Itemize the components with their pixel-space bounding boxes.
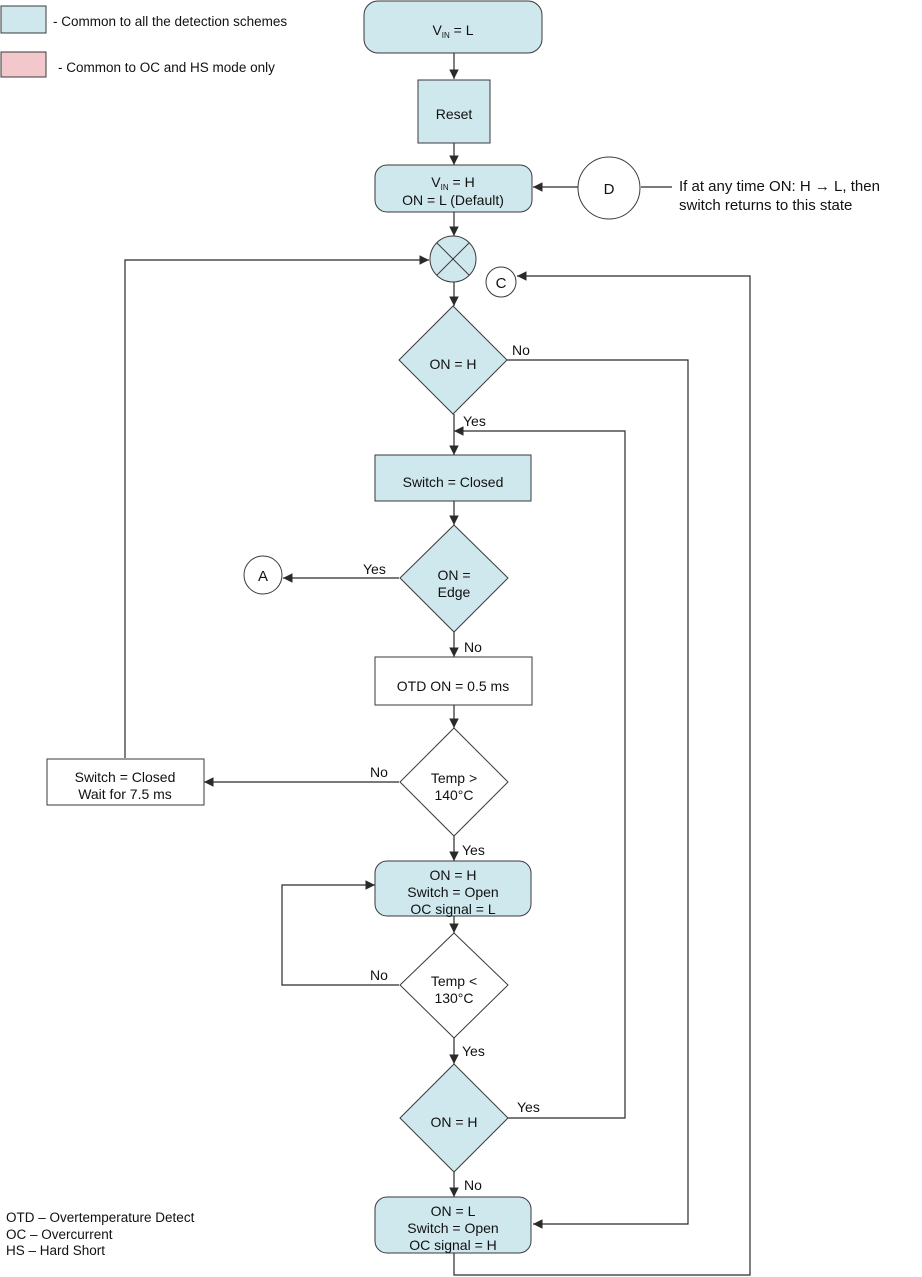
decision-on-edge-line1: ON = bbox=[437, 567, 470, 583]
decision-on-edge bbox=[399, 524, 509, 633]
label-no-temp-gt: No bbox=[370, 764, 388, 780]
switch-closed-box bbox=[374, 454, 532, 502]
state-switch-open-line2: Switch = Open bbox=[407, 884, 498, 900]
connector-a bbox=[243, 555, 283, 595]
otd-on-box bbox=[374, 656, 533, 706]
connector-c-label: C bbox=[496, 275, 507, 292]
label-no-temp-lt: No bbox=[370, 967, 388, 983]
decision-on-edge-line2: Edge bbox=[438, 584, 471, 600]
note-d-line2: switch returns to this state bbox=[679, 197, 852, 214]
connector-c bbox=[485, 266, 517, 298]
state-final-line3: OC signal = H bbox=[409, 1237, 497, 1253]
abbrev-otd: OTD – Overtemperature Detect bbox=[6, 1210, 195, 1225]
connector-a-label: A bbox=[258, 568, 268, 585]
legend-common-oc-hs-label: - Common to OC and HS mode only bbox=[58, 60, 275, 75]
decision-temp-gt bbox=[399, 727, 509, 837]
start-vin-low bbox=[363, 0, 543, 54]
state-switch-open-line1: ON = H bbox=[429, 867, 476, 883]
wait-line1: Switch = Closed bbox=[75, 769, 176, 785]
state-switch-open-line3: OC signal = L bbox=[410, 901, 495, 917]
decision-temp-gt-line1: Temp > bbox=[431, 770, 477, 786]
abbrev-hs: HS – Hard Short bbox=[6, 1243, 105, 1258]
label-no-edge: No bbox=[464, 639, 482, 655]
decision-on-high-2 bbox=[399, 1063, 509, 1173]
start-vin-low-label: VIN = L bbox=[432, 22, 473, 40]
decision-on-high-2-label: ON = H bbox=[430, 1114, 477, 1130]
switch-closed-label: Switch = Closed bbox=[403, 474, 504, 490]
label-yes-on-high: Yes bbox=[463, 413, 486, 429]
connector-d-label: D bbox=[604, 181, 615, 198]
reset-label: Reset bbox=[436, 106, 473, 122]
wait-box bbox=[46, 758, 205, 806]
label-no-on-high: No bbox=[512, 342, 530, 358]
state-vin-high-line2: ON = L (Default) bbox=[402, 192, 504, 208]
state-vin-high-line1: VIN = H bbox=[431, 174, 474, 192]
decision-on-high-label: ON = H bbox=[429, 356, 476, 372]
state-switch-open bbox=[374, 860, 532, 917]
state-final-line1: ON = L bbox=[431, 1203, 476, 1219]
decision-temp-gt-line2: 140°C bbox=[434, 787, 473, 803]
state-final-line2: Switch = Open bbox=[407, 1220, 498, 1236]
decision-temp-lt-line2: 130°C bbox=[434, 990, 473, 1006]
abbrev-oc: OC – Overcurrent bbox=[6, 1227, 113, 1242]
label-yes-edge: Yes bbox=[363, 561, 386, 577]
wait-line2: Wait for 7.5 ms bbox=[78, 786, 172, 802]
legend-swatch-oc-hs bbox=[0, 51, 47, 78]
decision-temp-lt bbox=[399, 932, 509, 1039]
state-final bbox=[374, 1196, 532, 1254]
label-yes-on-high-2: Yes bbox=[517, 1099, 540, 1115]
label-no-on-high-2: No bbox=[464, 1177, 482, 1193]
connector-d bbox=[577, 156, 641, 220]
state-vin-high bbox=[374, 164, 533, 213]
reset-box bbox=[417, 79, 491, 144]
decision-on-high bbox=[398, 305, 508, 415]
legend-swatch-common-all bbox=[0, 5, 47, 34]
label-yes-temp-lt: Yes bbox=[462, 1043, 485, 1059]
label-yes-temp-gt: Yes bbox=[462, 842, 485, 858]
otd-on-label: OTD ON = 0.5 ms bbox=[397, 678, 509, 694]
legend-common-all-label: - Common to all the detection schemes bbox=[53, 14, 287, 29]
note-d-line1: If at any time ON: H → L, then bbox=[679, 178, 880, 195]
decision-temp-lt-line1: Temp < bbox=[431, 973, 477, 989]
